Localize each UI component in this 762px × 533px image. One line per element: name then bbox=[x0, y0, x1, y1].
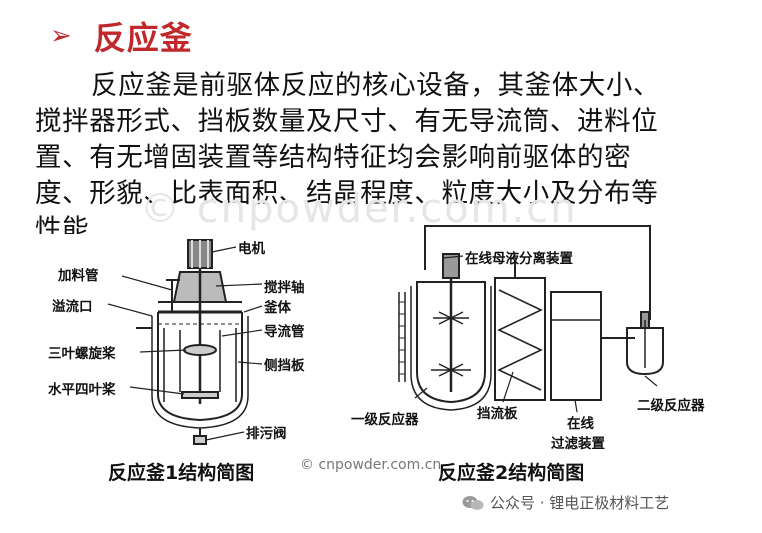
section-title: 反应釜 bbox=[93, 19, 193, 57]
label-secondary-reactor: 二级反应器 bbox=[637, 398, 705, 414]
bullet-arrow-icon: ➢ bbox=[50, 21, 72, 51]
label-overflow: 溢流口 bbox=[52, 299, 93, 315]
label-four-blade: 水平四叶桨 bbox=[48, 382, 116, 398]
label-three-blade: 三叶螺旋桨 bbox=[48, 346, 116, 362]
copyright-notice: © cnpowder.com.cn bbox=[300, 457, 442, 473]
label-stir-shaft: 搅拌轴 bbox=[264, 280, 305, 296]
label-feed-pipe: 加料管 bbox=[58, 268, 99, 284]
figure-1-caption: 反应釜1结构简图 bbox=[108, 462, 255, 484]
label-primary-reactor: 一级反应器 bbox=[351, 412, 419, 428]
figure-2-caption: 反应釜2结构简图 bbox=[438, 462, 585, 484]
label-drain-valve: 排污阀 bbox=[246, 426, 287, 442]
paragraph-line: 度、形貌、比表面积、结晶程度、粒度大小及分布等 bbox=[35, 178, 659, 209]
section-heading: ➢ 反应釜 bbox=[50, 14, 193, 58]
reactor-2-diagram: 在线母液分离装置 一级反应器 挡流板 在线 过滤装置 二级反应器 bbox=[345, 222, 735, 454]
body-paragraph: 反应釜是前驱体反应的核心设备，其釜体大小、 搅拌器形式、挡板数量及尺寸、有无导流… bbox=[35, 68, 735, 234]
reactor-1-drawing bbox=[107, 239, 263, 445]
label-baffle: 挡流板 bbox=[477, 406, 518, 422]
paragraph-line: 置、有无增固装置等结构特征均会影响前驱体的密 bbox=[35, 142, 632, 173]
paragraph-line: 反应釜是前驱体反应的核心设备，其釜体大小、 bbox=[91, 70, 661, 101]
brand-text: 公众号 · 锂电正极材料工艺 bbox=[490, 494, 670, 512]
label-vessel: 釜体 bbox=[264, 300, 291, 316]
label-draft-tube: 导流管 bbox=[264, 324, 305, 340]
reactor-1-diagram: 电机 加料管 搅拌轴 溢流口 釜体 导流管 三叶螺旋桨 侧挡板 水平四叶桨 排污… bbox=[40, 232, 340, 452]
paragraph-line: 搅拌器形式、挡板数量及尺寸、有无导流筒、进料位 bbox=[35, 106, 659, 137]
label-filter-line2: 过滤装置 bbox=[551, 436, 605, 452]
paragraph-line: 性能 bbox=[35, 214, 90, 234]
label-motor: 电机 bbox=[238, 241, 265, 257]
label-separator: 在线母液分离装置 bbox=[465, 251, 573, 267]
brand-footer: 公众号 · 锂电正极材料工艺 bbox=[462, 492, 669, 513]
label-filter-line1: 在线 bbox=[567, 416, 594, 432]
reactor-2-drawing bbox=[398, 225, 664, 413]
watermark: © cnpowder.com.cn bbox=[140, 186, 578, 232]
label-side-baffle: 侧挡板 bbox=[264, 358, 305, 374]
wechat-icon bbox=[462, 495, 484, 510]
